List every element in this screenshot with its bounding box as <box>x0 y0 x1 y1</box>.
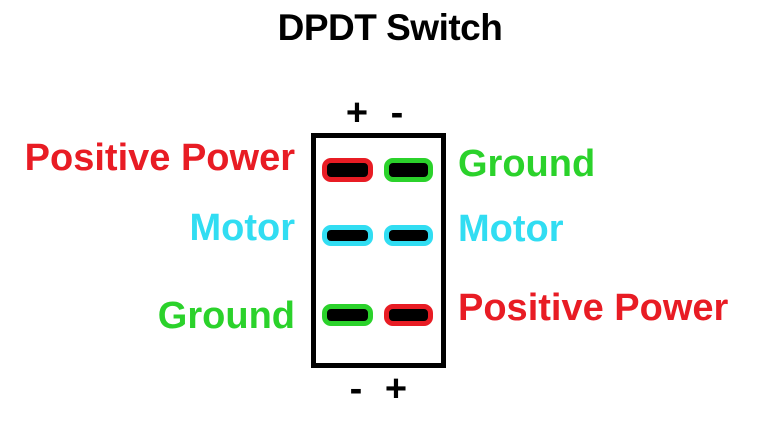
top-left-plus-mark: + <box>345 92 369 134</box>
label-right-motor: Motor <box>458 208 564 250</box>
bottom-right-plus-mark: + <box>384 368 408 410</box>
label-right-ground: Ground <box>458 143 596 185</box>
label-left-motor: Motor <box>189 207 295 249</box>
terminal-bottom-right-positive <box>384 304 433 326</box>
top-right-minus-mark: - <box>390 92 404 134</box>
bottom-left-minus-mark: - <box>349 368 363 410</box>
terminal-middle-left-motor <box>322 225 373 246</box>
terminal-top-left-positive <box>322 158 373 182</box>
terminal-top-right-ground <box>384 158 433 182</box>
label-left-ground: Ground <box>157 295 295 337</box>
diagram-title: DPDT Switch <box>277 7 503 48</box>
terminal-bottom-left-ground <box>322 304 373 326</box>
label-left-positive-power: Positive Power <box>24 137 295 179</box>
terminal-middle-right-motor <box>384 225 433 246</box>
label-right-positive-power: Positive Power <box>458 287 729 329</box>
